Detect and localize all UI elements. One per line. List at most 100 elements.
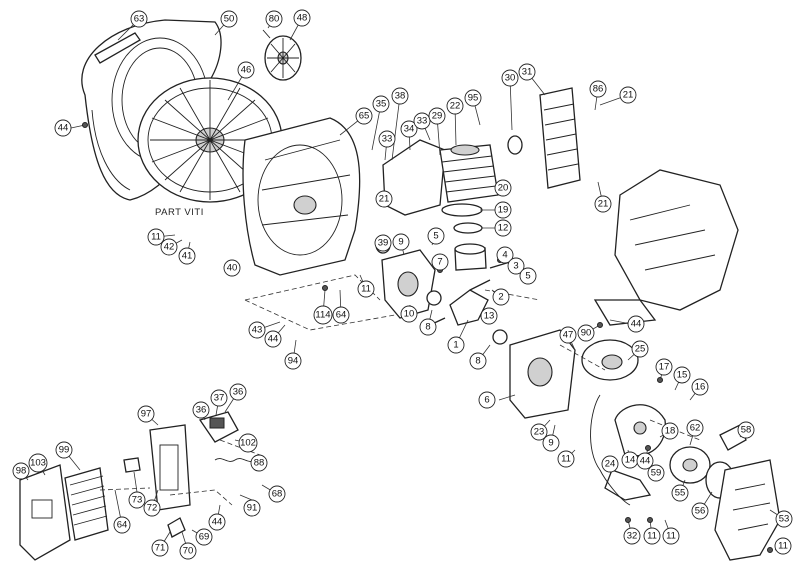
svg-text:69: 69 bbox=[199, 532, 210, 543]
callout-39: 39 bbox=[374, 234, 392, 252]
svg-text:5: 5 bbox=[433, 231, 438, 242]
callout-36: 36 bbox=[192, 401, 210, 419]
callout-62: 62 bbox=[686, 419, 704, 437]
callout-21: 21 bbox=[594, 195, 612, 213]
callout-11: 11 bbox=[774, 537, 792, 555]
svg-text:34: 34 bbox=[404, 124, 415, 135]
svg-text:11: 11 bbox=[647, 531, 657, 542]
svg-text:41: 41 bbox=[182, 251, 193, 262]
callout-6: 6 bbox=[478, 391, 496, 409]
svg-text:24: 24 bbox=[605, 459, 616, 470]
crankcase-half-right bbox=[509, 329, 576, 419]
svg-text:62: 62 bbox=[690, 423, 701, 434]
callout-3: 3 bbox=[507, 257, 525, 275]
callout-5: 5 bbox=[427, 227, 445, 245]
callout-34: 34 bbox=[400, 120, 418, 138]
callout-13: 13 bbox=[480, 307, 498, 325]
svg-text:44: 44 bbox=[268, 334, 279, 345]
svg-text:103: 103 bbox=[30, 458, 46, 469]
svg-text:44: 44 bbox=[58, 123, 69, 134]
callout-32: 32 bbox=[623, 527, 641, 545]
svg-text:31: 31 bbox=[522, 67, 533, 78]
callout-53: 53 bbox=[775, 510, 793, 528]
svg-text:33: 33 bbox=[417, 116, 428, 127]
callout-46: 46 bbox=[237, 61, 255, 79]
callout-43: 43 bbox=[248, 321, 266, 339]
svg-text:9: 9 bbox=[398, 237, 403, 248]
callout-114: 114 bbox=[313, 305, 333, 325]
gasket bbox=[441, 203, 483, 217]
part-viti-label: PART VITI bbox=[155, 207, 204, 218]
svg-text:44: 44 bbox=[640, 456, 651, 467]
spark-plug-lead bbox=[590, 394, 631, 506]
callout-86: 86 bbox=[589, 80, 607, 98]
filter-plate bbox=[123, 457, 141, 473]
callout-11: 11 bbox=[643, 527, 661, 545]
callout-11: 11 bbox=[357, 280, 375, 298]
crankcase-half-left bbox=[381, 249, 436, 319]
callout-44: 44 bbox=[264, 330, 282, 348]
callout-8: 8 bbox=[469, 352, 487, 370]
callout-38: 38 bbox=[391, 87, 409, 105]
handle-grip bbox=[94, 32, 141, 64]
flywheel bbox=[614, 404, 666, 457]
svg-text:10: 10 bbox=[404, 309, 415, 320]
svg-text:80: 80 bbox=[269, 14, 280, 25]
svg-text:73: 73 bbox=[132, 495, 143, 506]
svg-text:32: 32 bbox=[627, 531, 638, 542]
spacer-plate bbox=[581, 339, 639, 381]
svg-text:11: 11 bbox=[561, 454, 571, 465]
callout-44: 44 bbox=[208, 513, 226, 531]
callout-63: 63 bbox=[130, 10, 148, 28]
callout-98: 98 bbox=[12, 462, 30, 480]
callout-90: 90 bbox=[577, 324, 595, 342]
svg-text:25: 25 bbox=[635, 344, 646, 355]
svg-text:8: 8 bbox=[425, 322, 430, 333]
svg-text:95: 95 bbox=[468, 93, 479, 104]
callout-58: 58 bbox=[737, 421, 755, 439]
svg-text:5: 5 bbox=[525, 271, 530, 282]
callout-21: 21 bbox=[619, 86, 637, 104]
svg-text:12: 12 bbox=[498, 223, 509, 234]
carburetor-bracket bbox=[149, 424, 191, 511]
callout-94: 94 bbox=[284, 352, 302, 370]
impeller-disc bbox=[264, 35, 302, 81]
callout-14: 14 bbox=[621, 451, 639, 469]
svg-text:48: 48 bbox=[297, 13, 308, 24]
svg-text:38: 38 bbox=[395, 91, 406, 102]
callout-64: 64 bbox=[113, 516, 131, 534]
callout-73: 73 bbox=[128, 491, 146, 509]
svg-text:91: 91 bbox=[247, 503, 258, 514]
callout-8: 8 bbox=[419, 318, 437, 336]
svg-text:99: 99 bbox=[59, 445, 70, 456]
muffler bbox=[539, 87, 581, 189]
starter-cover bbox=[714, 459, 781, 561]
piston-ring bbox=[453, 222, 483, 234]
callout-33: 33 bbox=[378, 130, 396, 148]
callout-69: 69 bbox=[195, 528, 213, 546]
callout-44: 44 bbox=[627, 315, 645, 333]
svg-text:70: 70 bbox=[183, 546, 194, 557]
svg-text:37: 37 bbox=[214, 393, 225, 404]
callout-17: 17 bbox=[655, 358, 673, 376]
svg-text:86: 86 bbox=[593, 84, 604, 95]
callout-15: 15 bbox=[673, 366, 691, 384]
svg-text:58: 58 bbox=[741, 425, 752, 436]
svg-text:11: 11 bbox=[361, 284, 371, 295]
carburetor bbox=[198, 411, 239, 443]
svg-text:64: 64 bbox=[336, 310, 347, 321]
callout-55: 55 bbox=[671, 484, 689, 502]
callout-102: 102 bbox=[238, 433, 258, 453]
callout-16: 16 bbox=[691, 378, 709, 396]
callout-65: 65 bbox=[355, 107, 373, 125]
svg-text:36: 36 bbox=[196, 405, 207, 416]
svg-text:6: 6 bbox=[484, 395, 489, 406]
callout-19: 19 bbox=[494, 201, 512, 219]
callout-33: 33 bbox=[413, 112, 431, 130]
svg-text:8: 8 bbox=[475, 356, 480, 367]
svg-text:46: 46 bbox=[241, 65, 252, 76]
callout-21: 21 bbox=[375, 190, 393, 208]
svg-text:40: 40 bbox=[227, 263, 238, 274]
svg-text:43: 43 bbox=[252, 325, 263, 336]
engine-shroud bbox=[593, 169, 739, 326]
